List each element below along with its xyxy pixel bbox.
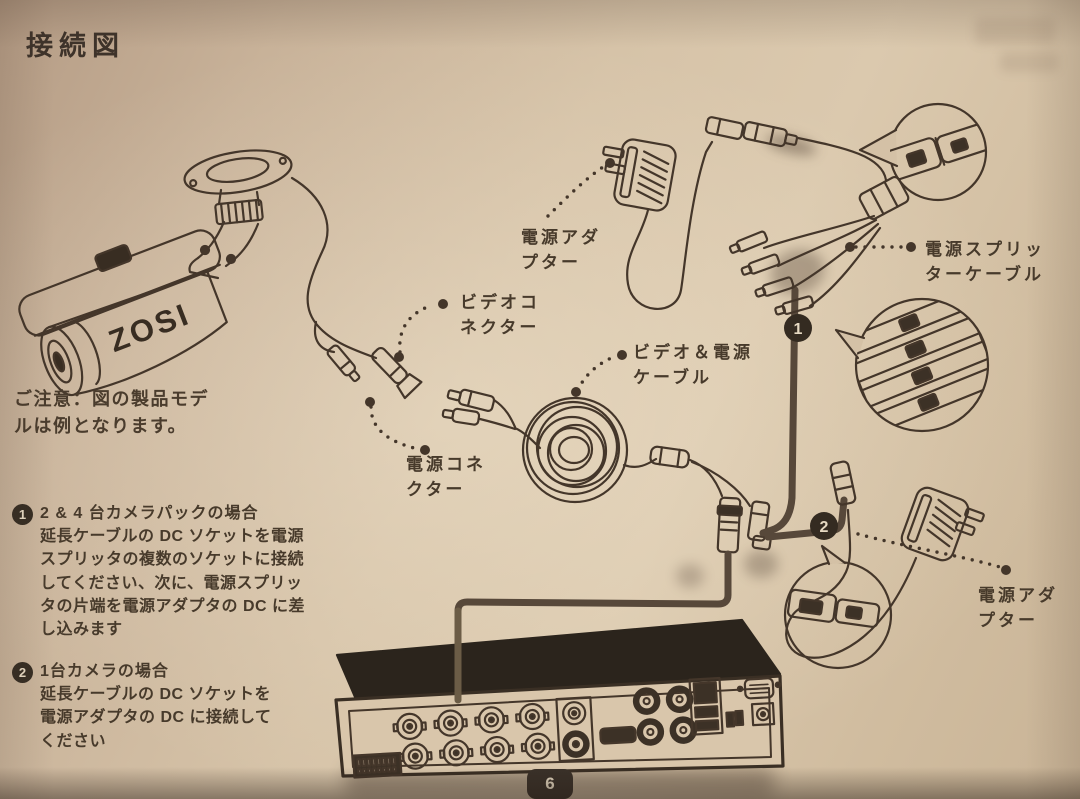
- leader-video-connector: [398, 304, 432, 354]
- splitter-inline-connectors: [704, 116, 799, 148]
- power-adapter-top-illustration: [602, 138, 714, 311]
- extension-cable-connectors: [441, 388, 517, 431]
- badge-1: 1: [784, 314, 812, 342]
- svg-text:2: 2: [820, 519, 829, 536]
- instruction-2-body: 延長ケーブルの DC ソケットを 電源アダプタの DC に接続して ください: [40, 686, 272, 750]
- leader-power-adapter-top: [546, 163, 608, 218]
- coil-cable-illustration: [513, 396, 752, 508]
- label-power-adapter-right: 電源アダ プター: [978, 586, 1058, 630]
- instruction-2-title: 1台カメラの場合: [40, 663, 169, 680]
- routing-line-1: [759, 286, 799, 537]
- dvr-illustration: [334, 607, 785, 779]
- power-adapter-right-illustration: [785, 460, 985, 659]
- leader-power-connector: [369, 405, 420, 451]
- instruction-1-title: 2 & 4 台カメラパックの場合: [40, 505, 259, 522]
- leader-power-adapter-right: [856, 532, 1002, 569]
- page-bleedthrough: [1000, 52, 1058, 72]
- instruction-1-body: 延長ケーブルの DC ソケットを電源 スプリッタの複数のソケットに接続 してくだ…: [40, 528, 306, 638]
- badge-2: 2: [810, 512, 838, 540]
- caution-note: ご注意：図の製品モデ ルは例となります。: [14, 389, 209, 436]
- shadow-blob: [744, 550, 778, 578]
- dc-elbow-connector-illustration: [746, 500, 772, 551]
- shadow-blob: [676, 564, 704, 588]
- page-number-badge: 6: [527, 769, 573, 799]
- video-connector-illustration: [371, 346, 423, 400]
- routing-line-dvr: [454, 550, 732, 704]
- label-video-power-cable: ビデオ＆電源 ケーブル: [633, 343, 753, 387]
- leader-video-power-cable: [576, 354, 618, 392]
- callout-circle-top: [858, 102, 993, 202]
- instruction-2-badge: 2: [12, 662, 33, 683]
- camera-mount: [183, 149, 293, 280]
- instruction-1: 1 2 & 4 台カメラパックの場合 延長ケーブルの DC ソケットを電源 スプ…: [12, 502, 370, 641]
- label-power-splitter-cable: 電源スプリッ ターケーブル: [925, 240, 1045, 284]
- callout-circle-bottom: [783, 544, 893, 670]
- label-power-connector: 電源コネ クター: [406, 455, 486, 499]
- label-video-connector: ビデオコ ネクター: [460, 293, 540, 337]
- splitter-cable-illustration: [728, 136, 910, 316]
- pigtail-cable: [290, 176, 378, 360]
- callout-circle-middle: [834, 286, 1008, 437]
- instruction-1-badge: 1: [12, 504, 33, 525]
- camera-illustration: ZOSI: [18, 229, 228, 397]
- page-bleedthrough: [975, 18, 1055, 44]
- svg-text:1: 1: [794, 321, 803, 338]
- label-power-adapter-top: 電源アダ プター: [521, 228, 601, 272]
- instruction-2: 2 1台カメラの場合 延長ケーブルの DC ソケットを 電源アダプタの DC に…: [12, 660, 370, 753]
- power-connector-illustration: [326, 344, 361, 383]
- page-title: 接続図: [26, 31, 125, 61]
- bnc-connector-illustration: [716, 496, 743, 554]
